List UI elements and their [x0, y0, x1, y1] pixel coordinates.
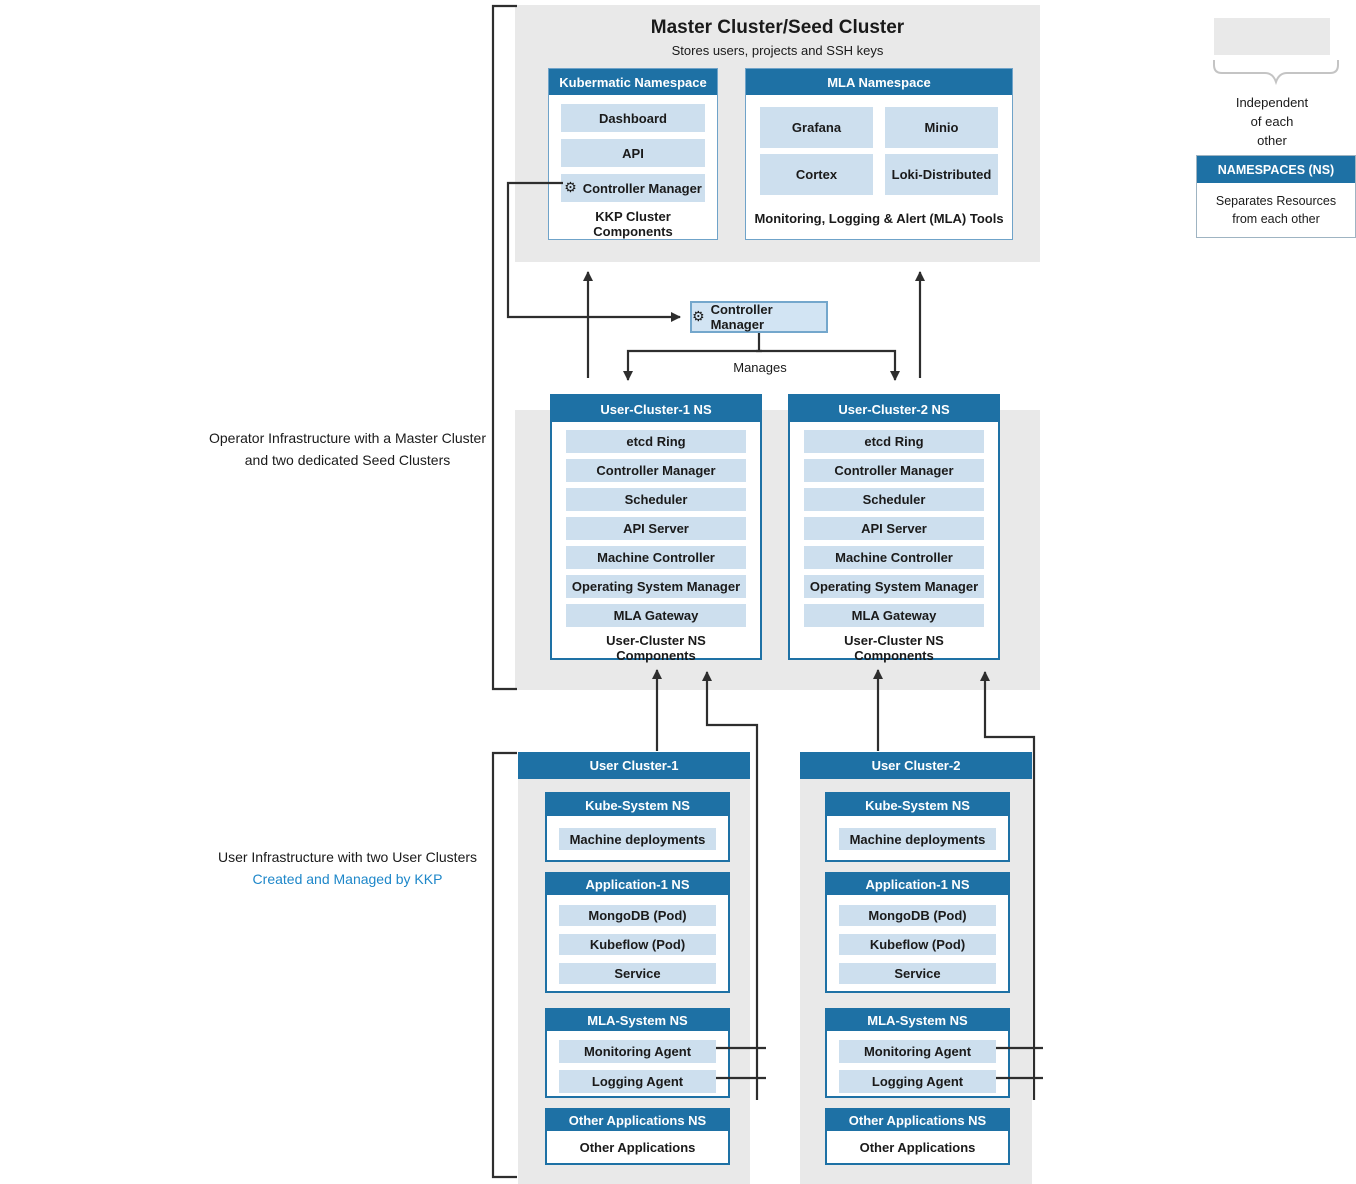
kubeflow-pod-item: Kubeflow (Pod) — [559, 934, 716, 955]
user-cluster-1-ns-header: User-Cluster-1 NS — [552, 396, 760, 422]
user-cluster-ns-components-label: User-Cluster NS Components — [844, 633, 944, 663]
uc2-application-1-box: Application-1 NS MongoDB (Pod) Kubeflow … — [825, 872, 1010, 993]
monitoring-agent-item: Monitoring Agent — [559, 1040, 716, 1063]
cortex-item: Cortex — [760, 154, 873, 195]
uc2-kube-system-header: Kube-System NS — [827, 794, 1008, 816]
mongodb-pod-item: MongoDB (Pod) — [559, 905, 716, 926]
minio-item: Minio — [885, 107, 998, 148]
controller-manager-box-label: Controller Manager — [710, 302, 773, 332]
user-cluster-1-header: User Cluster-1 — [518, 752, 750, 779]
uc2-other-applications-box: Other Applications NS Other Applications — [825, 1108, 1010, 1165]
service-item: Service — [839, 963, 996, 984]
gear-icon: ⚙ — [564, 179, 577, 195]
legend-namespaces-body-line2: from each other — [1232, 212, 1320, 226]
uc2-kube-system-box: Kube-System NS Machine deployments — [825, 792, 1010, 862]
legend-namespaces-body: Separates Resources from each other — [1197, 192, 1355, 228]
etcd-ring-item: etcd Ring — [566, 430, 746, 453]
uc1-mla-system-header: MLA-System NS — [547, 1010, 728, 1031]
logging-agent-item: Logging Agent — [559, 1070, 716, 1093]
operator-infrastructure-line1: Operator Infrastructure with a Master Cl… — [209, 430, 486, 446]
user-cluster-2-ns-header: User-Cluster-2 NS — [790, 396, 998, 422]
legend-independent-line1: Independent — [1235, 95, 1309, 110]
master-cluster-subtitle: Stores users, projects and SSH keys — [671, 43, 884, 58]
legend-namespaces-body-line1: Separates Resources — [1215, 193, 1337, 208]
uc1-other-applications-header: Other Applications NS — [547, 1110, 728, 1131]
uc1-mla-system-box: MLA-System NS Monitoring Agent Logging A… — [545, 1008, 730, 1098]
kubermatic-namespace-header: Kubermatic Namespace — [549, 69, 717, 95]
user-cluster-1-ns-box: User-Cluster-1 NS etcd Ring Controller M… — [550, 394, 762, 663]
operating-system-manager-item: Operating System Manager — [804, 575, 984, 598]
machine-deployments-item: Machine deployments — [559, 828, 716, 850]
manages-label: Manages — [733, 360, 787, 375]
uc2-mla-system-header: MLA-System NS — [827, 1010, 1008, 1031]
gear-icon: ⚙ — [692, 308, 705, 324]
service-item: Service — [559, 963, 716, 984]
api-server-item: API Server — [804, 517, 984, 540]
machine-deployments-item: Machine deployments — [839, 828, 996, 850]
uc1-other-applications-box: Other Applications NS Other Applications — [545, 1108, 730, 1165]
uc1-kube-system-header: Kube-System NS — [547, 794, 728, 816]
mla-namespace-box: MLA Namespace Grafana Minio Cortex Loki-… — [745, 68, 1013, 240]
kubeflow-pod-item: Kubeflow (Pod) — [839, 934, 996, 955]
legend-independent-label: Independent of each other — [1210, 94, 1334, 151]
user-infrastructure-label: User Infrastructure with two User Cluste… — [160, 847, 535, 890]
controller-manager-box: ⚙ Controller Manager — [690, 301, 828, 333]
mongodb-pod-item: MongoDB (Pod) — [839, 905, 996, 926]
operator-infrastructure-line2: and two dedicated Seed Clusters — [244, 451, 451, 468]
mla-namespace-header: MLA Namespace — [746, 69, 1012, 95]
user-infrastructure-line1: User Infrastructure with two User Cluste… — [217, 849, 478, 865]
etcd-ring-item: etcd Ring — [804, 430, 984, 453]
kkp-cluster-components-label: KKP Cluster Components — [593, 209, 673, 239]
controller-manager-item: Controller Manager — [804, 459, 984, 482]
machine-controller-item: Machine Controller — [804, 546, 984, 569]
uc2-application-1-header: Application-1 NS — [827, 874, 1008, 895]
controller-manager-item: ⚙ Controller Manager — [561, 174, 705, 202]
machine-controller-item: Machine Controller — [566, 546, 746, 569]
user-infrastructure-line2: Created and Managed by KKP — [252, 870, 443, 887]
legend-namespaces-box: NAMESPACES (NS) Separates Resources from… — [1196, 155, 1356, 238]
legend-namespaces-header: NAMESPACES (NS) — [1197, 156, 1355, 183]
user-cluster-2-ns-box: User-Cluster-2 NS etcd Ring Controller M… — [788, 394, 1000, 663]
master-cluster-title: Master Cluster/Seed Cluster — [650, 17, 905, 38]
controller-manager-item: Controller Manager — [566, 459, 746, 482]
monitoring-agent-item: Monitoring Agent — [839, 1040, 996, 1063]
operator-infrastructure-label: Operator Infrastructure with a Master Cl… — [160, 428, 535, 471]
operating-system-manager-item: Operating System Manager — [566, 575, 746, 598]
uc1-application-1-header: Application-1 NS — [547, 874, 728, 895]
logging-agent-item: Logging Agent — [839, 1070, 996, 1093]
uc1-application-1-box: Application-1 NS MongoDB (Pod) Kubeflow … — [545, 872, 730, 993]
loki-distributed-item: Loki-Distributed — [885, 154, 998, 195]
other-applications-item: Other Applications — [579, 1139, 696, 1155]
kubermatic-namespace-box: Kubermatic Namespace Dashboard API ⚙ Con… — [548, 68, 718, 240]
uc2-other-applications-header: Other Applications NS — [827, 1110, 1008, 1131]
operator-bracket — [491, 4, 517, 691]
controller-manager-item-label: Controller Manager — [582, 180, 702, 196]
legend-independent-line3: other — [1257, 132, 1287, 148]
api-server-item: API Server — [566, 517, 746, 540]
mla-gateway-item: MLA Gateway — [804, 604, 984, 627]
legend-independent-line2: of each — [1250, 113, 1294, 129]
other-applications-item: Other Applications — [859, 1139, 976, 1155]
legend-gray-swatch — [1214, 18, 1330, 55]
mla-gateway-item: MLA Gateway — [566, 604, 746, 627]
legend-brace — [1213, 60, 1339, 86]
dashboard-item: Dashboard — [561, 104, 705, 132]
user-cluster-ns-components-label: User-Cluster NS Components — [606, 633, 706, 663]
api-item: API — [561, 139, 705, 167]
scheduler-item: Scheduler — [566, 488, 746, 511]
mla-tools-label: Monitoring, Logging & Alert (MLA) Tools — [754, 211, 1004, 226]
user-cluster-2-header: User Cluster-2 — [800, 752, 1032, 779]
grafana-item: Grafana — [760, 107, 873, 148]
uc1-kube-system-box: Kube-System NS Machine deployments — [545, 792, 730, 862]
uc2-mla-system-box: MLA-System NS Monitoring Agent Logging A… — [825, 1008, 1010, 1098]
user-bracket — [491, 751, 517, 1179]
scheduler-item: Scheduler — [804, 488, 984, 511]
